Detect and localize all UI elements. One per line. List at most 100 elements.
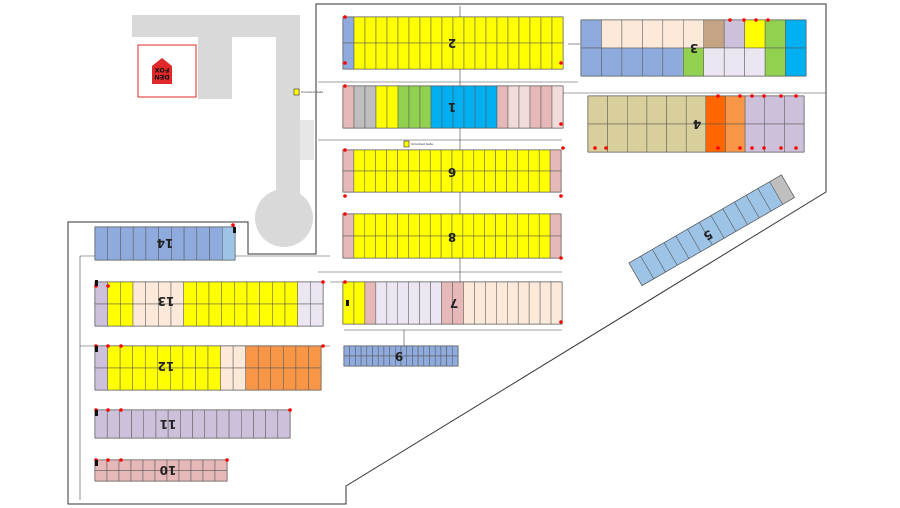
- storage-unit[interactable]: [538, 235, 551, 259]
- storage-unit[interactable]: [178, 459, 192, 471]
- storage-unit[interactable]: [419, 235, 431, 259]
- storage-unit[interactable]: [297, 281, 311, 305]
- storage-unit[interactable]: [355, 355, 362, 367]
- storage-unit[interactable]: [295, 345, 309, 369]
- storage-unit[interactable]: [182, 345, 196, 369]
- storage-unit[interactable]: [429, 235, 442, 259]
- storage-unit[interactable]: [375, 149, 387, 172]
- storage-unit[interactable]: [642, 47, 664, 77]
- storage-unit[interactable]: [144, 367, 159, 391]
- storage-unit[interactable]: [434, 345, 442, 357]
- storage-unit[interactable]: [440, 355, 447, 367]
- storage-unit[interactable]: [417, 345, 425, 357]
- storage-unit[interactable]: [539, 281, 552, 325]
- storage-unit[interactable]: [529, 85, 542, 129]
- storage-unit[interactable]: [132, 367, 146, 391]
- storage-unit[interactable]: [580, 19, 602, 49]
- storage-unit[interactable]: [540, 42, 553, 70]
- storage-unit[interactable]: [196, 303, 210, 327]
- storage-unit[interactable]: [283, 367, 297, 391]
- storage-unit[interactable]: [145, 281, 159, 305]
- storage-unit[interactable]: [496, 16, 509, 44]
- storage-unit[interactable]: [342, 42, 355, 70]
- storage-unit[interactable]: [551, 85, 564, 129]
- storage-unit[interactable]: [474, 85, 487, 129]
- storage-unit[interactable]: [342, 16, 355, 44]
- storage-unit[interactable]: [342, 149, 355, 172]
- storage-unit[interactable]: [408, 170, 420, 193]
- storage-unit[interactable]: [257, 367, 272, 391]
- storage-unit[interactable]: [506, 149, 518, 172]
- storage-unit[interactable]: [662, 19, 684, 49]
- storage-unit[interactable]: [343, 345, 350, 357]
- storage-unit[interactable]: [253, 409, 266, 439]
- storage-unit[interactable]: [364, 235, 376, 259]
- storage-unit[interactable]: [764, 95, 785, 125]
- storage-unit[interactable]: [549, 213, 562, 237]
- storage-unit[interactable]: [190, 470, 204, 482]
- storage-unit[interactable]: [234, 303, 248, 327]
- storage-unit[interactable]: [666, 123, 687, 153]
- storage-unit[interactable]: [406, 345, 413, 357]
- storage-unit[interactable]: [419, 213, 431, 237]
- storage-unit[interactable]: [214, 470, 228, 482]
- storage-unit[interactable]: [195, 345, 209, 369]
- storage-unit[interactable]: [540, 85, 553, 129]
- storage-unit[interactable]: [419, 281, 431, 325]
- storage-unit[interactable]: [484, 235, 496, 259]
- storage-unit[interactable]: [196, 281, 210, 305]
- storage-unit[interactable]: [463, 42, 476, 70]
- storage-unit[interactable]: [518, 85, 531, 129]
- storage-unit[interactable]: [120, 303, 134, 327]
- storage-unit[interactable]: [386, 42, 399, 70]
- storage-unit[interactable]: [375, 42, 388, 70]
- storage-unit[interactable]: [107, 367, 121, 391]
- storage-unit[interactable]: [518, 42, 531, 70]
- storage-unit[interactable]: [360, 355, 368, 367]
- storage-unit[interactable]: [119, 345, 133, 369]
- storage-unit[interactable]: [430, 42, 443, 70]
- storage-unit[interactable]: [221, 303, 235, 327]
- storage-unit[interactable]: [452, 355, 459, 367]
- storage-unit[interactable]: [364, 149, 376, 172]
- storage-unit[interactable]: [364, 170, 376, 193]
- storage-unit[interactable]: [462, 170, 475, 193]
- storage-unit[interactable]: [308, 345, 322, 369]
- storage-unit[interactable]: [372, 345, 379, 357]
- storage-unit[interactable]: [222, 226, 236, 261]
- storage-unit[interactable]: [386, 281, 398, 325]
- storage-unit[interactable]: [364, 213, 376, 237]
- storage-unit[interactable]: [646, 123, 667, 153]
- storage-unit[interactable]: [178, 470, 192, 482]
- storage-unit[interactable]: [550, 281, 563, 325]
- storage-unit[interactable]: [528, 149, 540, 172]
- storage-unit[interactable]: [364, 85, 377, 129]
- storage-unit[interactable]: [621, 19, 643, 49]
- storage-unit[interactable]: [228, 409, 242, 439]
- storage-unit[interactable]: [406, 355, 413, 367]
- storage-unit[interactable]: [529, 42, 542, 70]
- storage-unit[interactable]: [463, 85, 476, 129]
- storage-unit[interactable]: [386, 149, 398, 172]
- storage-unit[interactable]: [627, 95, 648, 125]
- storage-unit[interactable]: [375, 281, 388, 325]
- storage-unit[interactable]: [744, 95, 765, 125]
- storage-unit[interactable]: [419, 16, 432, 44]
- storage-unit[interactable]: [580, 47, 602, 77]
- storage-unit[interactable]: [270, 345, 284, 369]
- storage-unit[interactable]: [364, 42, 377, 70]
- storage-unit[interactable]: [538, 149, 551, 172]
- storage-unit[interactable]: [214, 459, 228, 471]
- storage-unit[interactable]: [507, 42, 520, 70]
- storage-unit[interactable]: [375, 85, 388, 129]
- storage-unit[interactable]: [342, 85, 355, 129]
- storage-unit[interactable]: [551, 42, 564, 70]
- storage-unit[interactable]: [241, 409, 254, 439]
- storage-unit[interactable]: [349, 355, 356, 367]
- storage-unit[interactable]: [474, 42, 487, 70]
- storage-unit[interactable]: [386, 16, 399, 44]
- storage-unit[interactable]: [195, 367, 209, 391]
- storage-unit[interactable]: [246, 303, 260, 327]
- storage-unit[interactable]: [764, 19, 786, 49]
- storage-unit[interactable]: [180, 409, 193, 439]
